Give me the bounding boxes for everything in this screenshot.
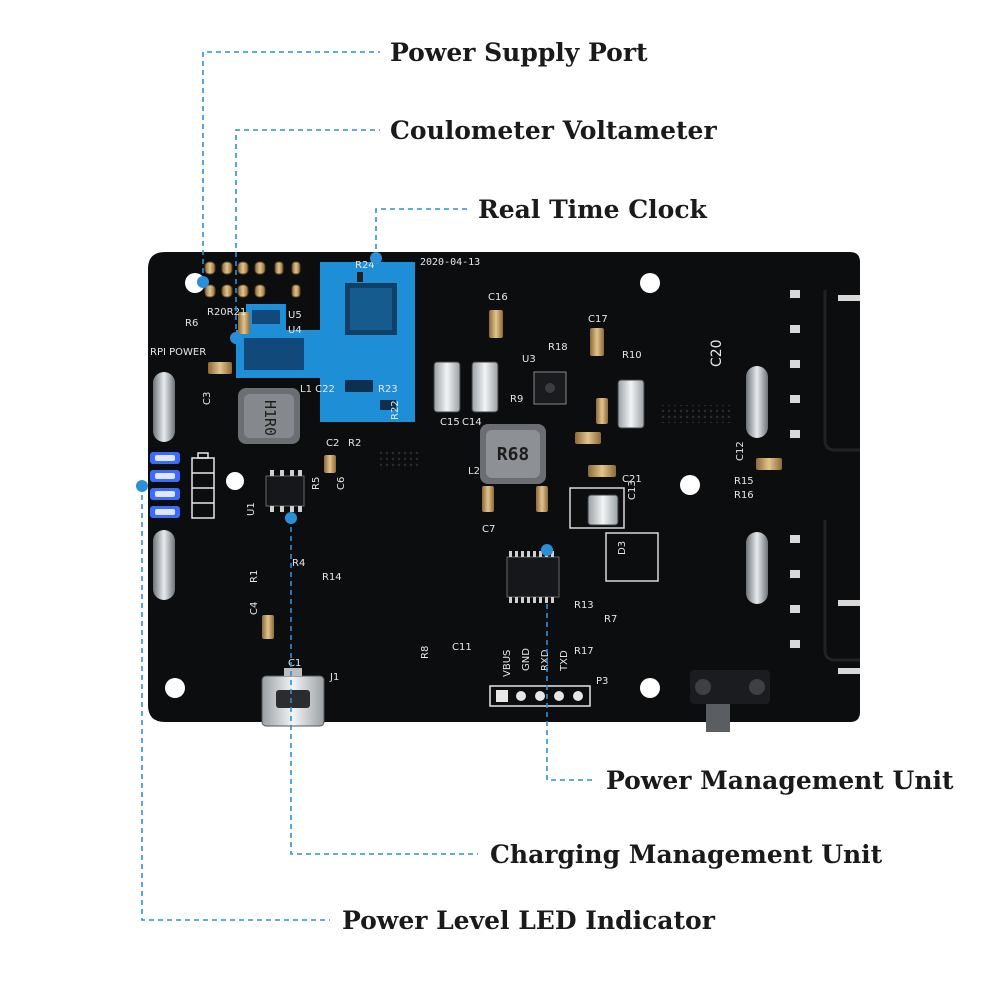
ic-u3	[533, 371, 567, 405]
inductor-h1r0: H1R0	[238, 388, 300, 444]
silk-r1: R1	[249, 570, 260, 583]
label-power-supply-port: Power Supply Port	[390, 38, 648, 67]
silk-c16: C16	[488, 292, 508, 303]
leader-led	[141, 486, 330, 921]
silk-r18: R18	[548, 342, 568, 353]
silk-r15: R15	[734, 476, 754, 487]
silk-c17: C17	[588, 314, 608, 325]
silk-r2: R2	[348, 438, 361, 449]
leader-power-supply-port	[202, 51, 380, 282]
silk-r24: R24	[355, 260, 375, 271]
power-supply-port-pins	[204, 261, 301, 298]
smd-capacitors-large	[433, 361, 645, 526]
ic-u1-charging	[265, 470, 305, 512]
inductor-r68: R68	[480, 424, 546, 484]
rtc-highlight	[320, 262, 415, 422]
silk-r4: R4	[292, 558, 305, 569]
silk-r17: R17	[574, 646, 594, 657]
silk-c3: C3	[202, 392, 213, 405]
silk-c11: C11	[452, 642, 472, 653]
silk-r7: R7	[604, 614, 617, 625]
label-coulometer-voltameter: Coulometer Voltameter	[390, 116, 717, 145]
silk-r22: R22	[390, 400, 401, 420]
silk-d3: D3	[617, 541, 628, 555]
silk-c7: C7	[482, 524, 495, 535]
silk-r8: R8	[420, 646, 431, 659]
silk-r10: R10	[622, 350, 642, 361]
silk-r23: R23	[378, 384, 398, 395]
silk-u1: U1	[246, 502, 257, 516]
inductor-h1r0-label: H1R0	[261, 400, 279, 436]
silk-c1: C1	[288, 658, 301, 669]
silk-c13: C13	[627, 480, 638, 500]
silk-u5: U5	[288, 310, 302, 321]
silk-date: 2020-04-13	[420, 257, 480, 268]
silk-r6: R6	[185, 318, 198, 329]
silk-u4: U4	[288, 325, 302, 336]
inductor-r68-label: R68	[497, 444, 530, 465]
silk-c12: C12	[735, 441, 746, 461]
leader-dots	[136, 252, 553, 556]
diode-d3-outline	[569, 487, 625, 529]
leader-lines	[141, 51, 596, 921]
silk-pin-vbus: VBUS	[502, 650, 513, 677]
silk-c15: C15	[440, 417, 460, 428]
silk-r14: R14	[322, 572, 342, 583]
silk-j1: J1	[329, 672, 339, 683]
silk-rpi-power: RPI POWER	[150, 347, 206, 358]
silk-r13: R13	[574, 600, 594, 611]
coulometer-highlight	[236, 304, 334, 378]
silk-pin-txd: TXD	[559, 650, 570, 672]
leader-rtc	[375, 208, 468, 258]
leader-charging	[290, 518, 478, 855]
silk-r5: R5	[311, 477, 322, 490]
leader-coulometer	[235, 129, 380, 338]
silk-c14: C14	[462, 417, 482, 428]
silk-l1c22: L1 C22	[300, 384, 335, 395]
header-p3	[489, 685, 591, 707]
slot-cutouts	[153, 366, 768, 604]
battery-icon-silk	[191, 452, 215, 519]
silk-l2: L2	[468, 466, 480, 477]
label-charging-management-unit: Charging Management Unit	[490, 840, 883, 869]
silk-pin-gnd: GND	[521, 648, 532, 671]
power-level-leds	[150, 452, 180, 518]
silk-c6: C6	[336, 477, 347, 490]
silk-c20: C20	[709, 339, 725, 367]
silk-c4: C4	[249, 602, 260, 615]
smd-capacitors-small	[208, 310, 782, 639]
silk-r16: R16	[734, 490, 754, 501]
silk-p3: P3	[596, 676, 608, 687]
silk-c21: C21	[622, 474, 642, 485]
silk-u3: U3	[522, 354, 536, 365]
silk-c2: C2	[326, 438, 339, 449]
silk-r9: R9	[510, 394, 523, 405]
label-real-time-clock: Real Time Clock	[478, 195, 707, 224]
micro-usb-j1	[261, 668, 325, 727]
d3-box	[605, 532, 659, 582]
label-power-level-led-indicator: Power Level LED Indicator	[342, 906, 715, 935]
ic-pmu	[506, 551, 560, 603]
power-switch	[690, 670, 770, 732]
mounting-holes	[165, 273, 700, 698]
leader-pmu	[546, 604, 596, 781]
edge-connector-pads	[790, 290, 860, 674]
label-power-management-unit: Power Management Unit	[606, 766, 954, 795]
silk-r20r21: R20R21	[207, 307, 246, 318]
silk-pin-rxd: RXD	[540, 649, 551, 671]
